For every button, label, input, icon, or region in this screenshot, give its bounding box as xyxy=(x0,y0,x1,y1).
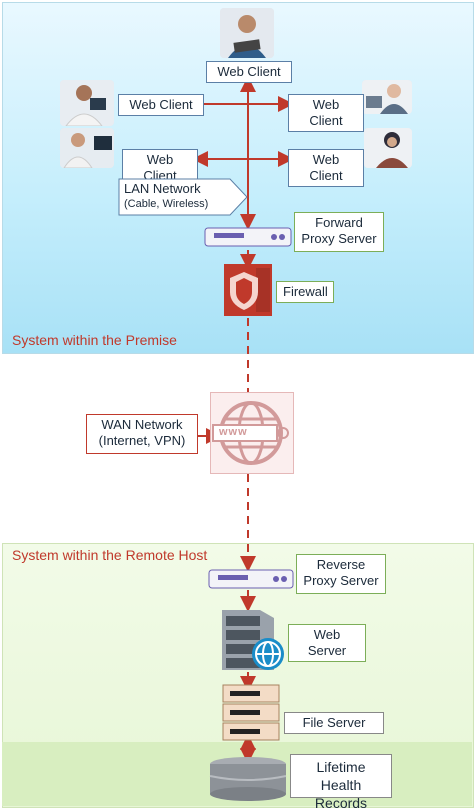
web-client-right-upper-label: Web Client xyxy=(288,94,364,132)
person-icon xyxy=(220,8,274,58)
lan-network-sublabel: (Cable, Wireless) xyxy=(124,198,209,210)
records-line1: Lifetime Health xyxy=(316,759,366,793)
records-line2: Records xyxy=(314,795,368,811)
lan-network-callout: LAN Network (Cable, Wireless) xyxy=(118,178,248,216)
reverse-proxy-line1: Reverse xyxy=(316,557,366,572)
reverse-proxy-line2: Proxy Server xyxy=(303,573,379,588)
forward-proxy-line1: Forward xyxy=(315,215,363,230)
reverse-proxy-label: Reverse Proxy Server xyxy=(296,554,386,594)
remote-zone-label: System within the Remote Host xyxy=(12,547,208,563)
web-client-left-upper-label: Web Client xyxy=(118,94,204,116)
globe-icon: www xyxy=(210,392,294,474)
person-icon xyxy=(364,128,412,168)
web-client-right-lower-label: Web Client xyxy=(288,149,364,187)
records-label: Lifetime Health Records xyxy=(290,754,392,811)
person-icon xyxy=(60,128,114,168)
wan-network-line2: (Internet, VPN) xyxy=(98,433,186,448)
www-label: www xyxy=(219,426,248,438)
wan-network-label: WAN Network (Internet, VPN) xyxy=(86,414,198,454)
database-icon xyxy=(208,756,288,802)
web-client-top-label: Web Client xyxy=(206,61,292,83)
web-server-icon xyxy=(220,606,286,672)
lan-network-label: LAN Network xyxy=(124,181,201,196)
proxy-server-icon xyxy=(208,566,294,592)
forward-proxy-line2: Proxy Server xyxy=(301,231,377,246)
wan-network-line1: WAN Network xyxy=(101,417,183,432)
person-icon xyxy=(60,80,114,126)
file-server-icon xyxy=(222,684,280,742)
person-icon xyxy=(362,80,412,114)
file-server-label: File Server xyxy=(284,712,384,734)
premise-zone-label: System within the Premise xyxy=(12,332,177,348)
forward-proxy-label: Forward Proxy Server xyxy=(294,212,384,252)
proxy-server-icon xyxy=(204,224,292,250)
firewall-label: Firewall xyxy=(276,281,334,303)
firewall-icon xyxy=(224,264,272,316)
web-server-label: Web Server xyxy=(288,624,366,662)
